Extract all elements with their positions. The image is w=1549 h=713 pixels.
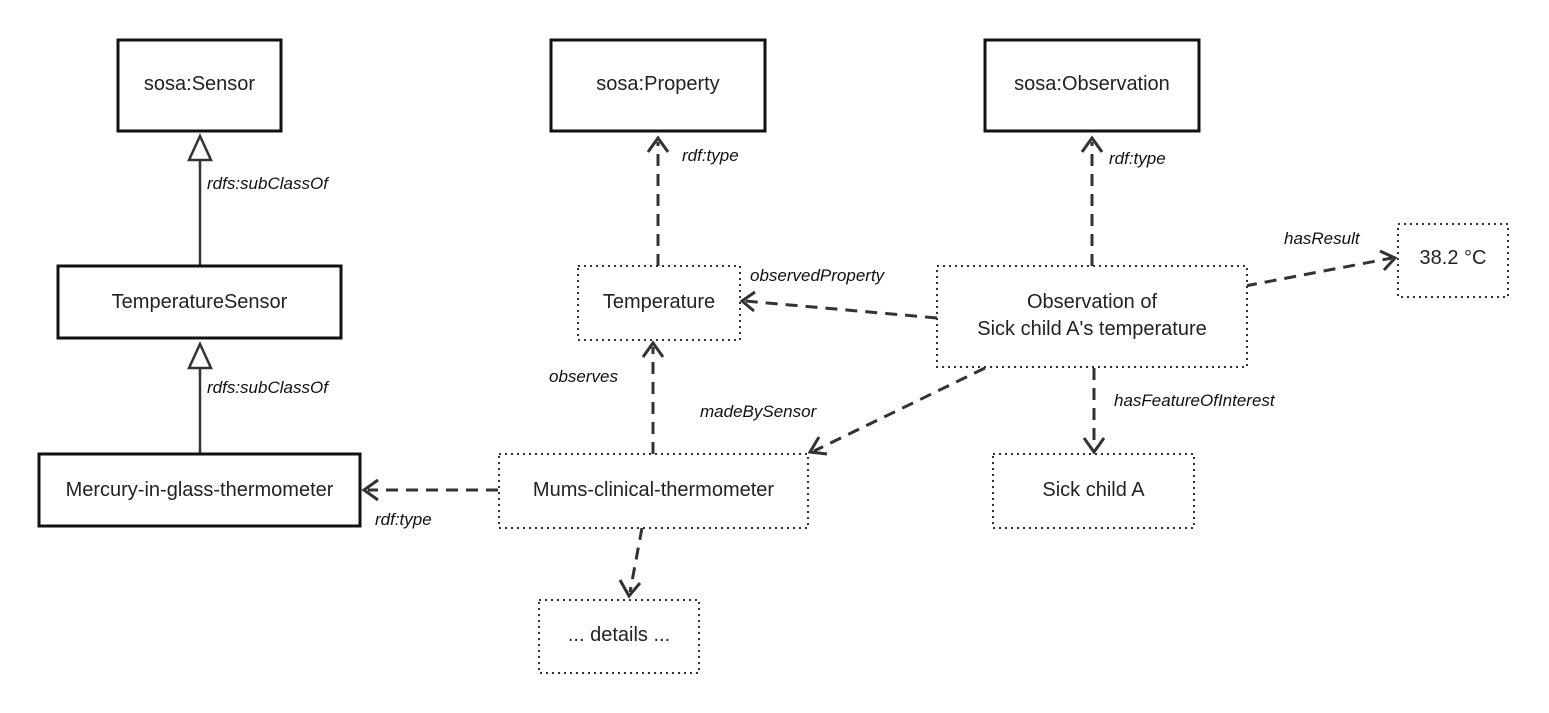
edge-label-observed-property: observedProperty [750, 266, 886, 285]
hollow-triangle-arrowhead [187, 132, 213, 162]
edge-subclassof-sensor [187, 132, 213, 265]
node-label-sosa-observation: sosa:Observation [1014, 73, 1170, 95]
edge-label-subclassof-1: rdfs:subClassOf [207, 174, 330, 193]
edge-has-feature-of-interest [1082, 368, 1106, 455]
node-details: ... details ... [538, 599, 700, 674]
edge-label-has-feature-of-interest: hasFeatureOfInterest [1114, 391, 1276, 410]
edge-type-temperature [646, 135, 670, 266]
edge-label-temperature-type: rdf:type [682, 146, 739, 165]
hollow-triangle-arrowhead [187, 340, 213, 370]
edge-type-mums [361, 478, 498, 502]
node-sosa-sensor: sosa:Sensor [116, 38, 283, 133]
node-label-mums-thermometer: Mums-clinical-thermometer [533, 479, 774, 501]
node-label-details: ... details ... [568, 624, 670, 646]
edge-label-subclassof-2: rdfs:subClassOf [207, 378, 330, 397]
node-sosa-property: sosa:Property [549, 38, 767, 133]
edge-label-observation-type: rdf:type [1109, 149, 1166, 168]
edge-details [618, 527, 644, 599]
node-temperature: Temperature [577, 265, 741, 341]
node-label-result: 38.2 °C [1420, 247, 1487, 269]
edge-type-observation [1080, 135, 1104, 266]
edge-has-result [1244, 249, 1398, 288]
node-mums-thermometer: Mums-clinical-thermometer [498, 453, 809, 529]
edge-label-made-by-sensor: madeBySensor [700, 402, 818, 421]
node-label-observation-line-2: Sick child A's temperature [977, 318, 1206, 340]
edge-made-by-sensor [807, 366, 986, 456]
node-label-observation-line-1: Observation of [1027, 291, 1158, 313]
node-observation: Observation of Sick child A's temperatur… [936, 265, 1248, 368]
node-temperature-sensor: TemperatureSensor [56, 264, 343, 340]
node-label-temperature: Temperature [603, 291, 715, 313]
edge-subclassof-temperature-sensor [187, 340, 213, 453]
node-sosa-observation: sosa:Observation [983, 38, 1201, 133]
node-label-sosa-property: sosa:Property [596, 73, 719, 95]
edge-label-has-result: hasResult [1284, 229, 1361, 248]
node-result: 38.2 °C [1397, 223, 1509, 298]
node-label-mercury-thermometer: Mercury-in-glass-thermometer [66, 479, 334, 501]
edge-label-observes: observes [549, 367, 618, 386]
node-label-sick-child: Sick child A [1042, 479, 1145, 501]
node-sick-child: Sick child A [992, 453, 1195, 529]
edge-observes [641, 340, 665, 454]
edge-observed-property [739, 290, 938, 320]
node-label-sosa-sensor: sosa:Sensor [144, 73, 256, 95]
node-mercury-thermometer: Mercury-in-glass-thermometer [37, 452, 362, 528]
node-label-temperature-sensor: TemperatureSensor [112, 291, 288, 313]
edge-label-mums-type: rdf:type [375, 510, 432, 529]
